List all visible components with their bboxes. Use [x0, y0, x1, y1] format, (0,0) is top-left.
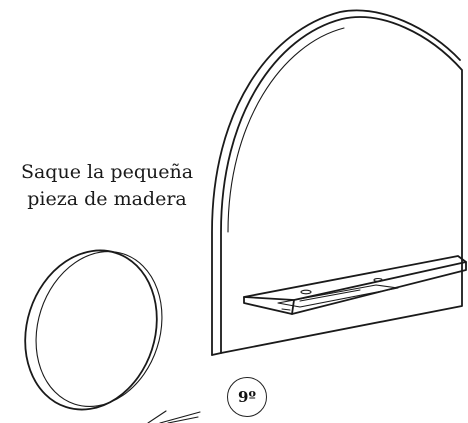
direction-arrow-icon: [147, 410, 201, 423]
instruction-line-1: Saque la pequeña: [20, 161, 194, 183]
shelf: [243, 255, 467, 315]
round-wood-panel-icon: [24, 249, 163, 411]
instruction-text: Saque la pequeña pieza de madera: [0, 159, 214, 213]
step-number-badge: 9º: [227, 377, 267, 417]
instruction-line-2: pieza de madera: [27, 188, 187, 210]
arched-mirror-icon: [211, 9, 467, 356]
